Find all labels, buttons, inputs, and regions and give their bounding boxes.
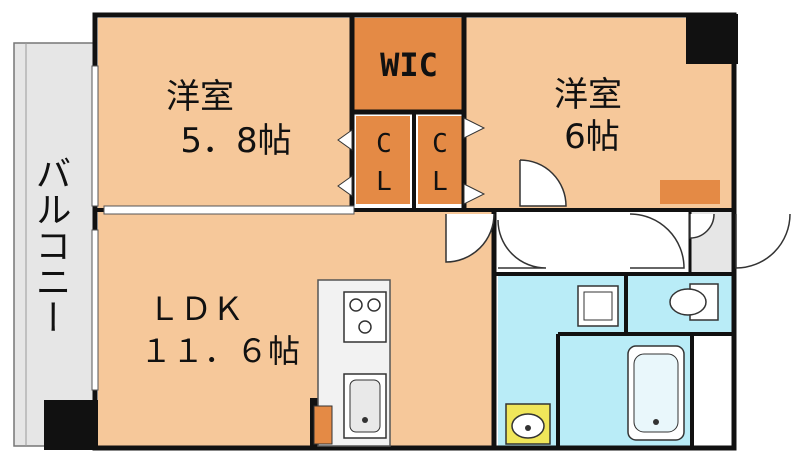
bathtub-icon [627,345,685,441]
stove-icon [343,291,387,343]
closet-a [356,116,410,204]
balcony-area [13,42,95,447]
walk-in-closet [354,18,462,110]
closet-a-line1: C [376,129,392,159]
column-top-right [686,14,738,64]
western-room-right-size: 6帖 [564,117,620,157]
western-room-left-size: 5．8帖 [180,121,291,161]
closet-b-line2: L [432,167,448,197]
western-room-left [98,18,350,208]
ldk-name: ＬＤＫ [148,290,244,328]
balcony-label: バルコニー [30,155,71,335]
refrigerator-icon [313,405,333,445]
column-bottom-left [44,400,98,450]
closet-b-line1: C [432,129,448,159]
closet-b [418,116,462,204]
washbasin-icon [505,403,551,445]
ldk-room [98,212,492,446]
balcony: バルコニー [13,42,95,447]
storage-right [660,180,720,204]
kitchen-counter [317,279,391,447]
western-room-right-name: 洋室 [554,75,622,115]
western-room-left-name: 洋室 [166,77,234,117]
doors [445,159,791,269]
sink-icon [343,373,387,439]
toilet-icon [669,283,719,321]
washing-machine-icon [577,285,619,327]
closet-a-line2: L [376,167,392,197]
ldk-size: １１．６帖 [140,332,300,370]
wic-label: WIC [380,46,438,84]
walls [92,12,737,451]
